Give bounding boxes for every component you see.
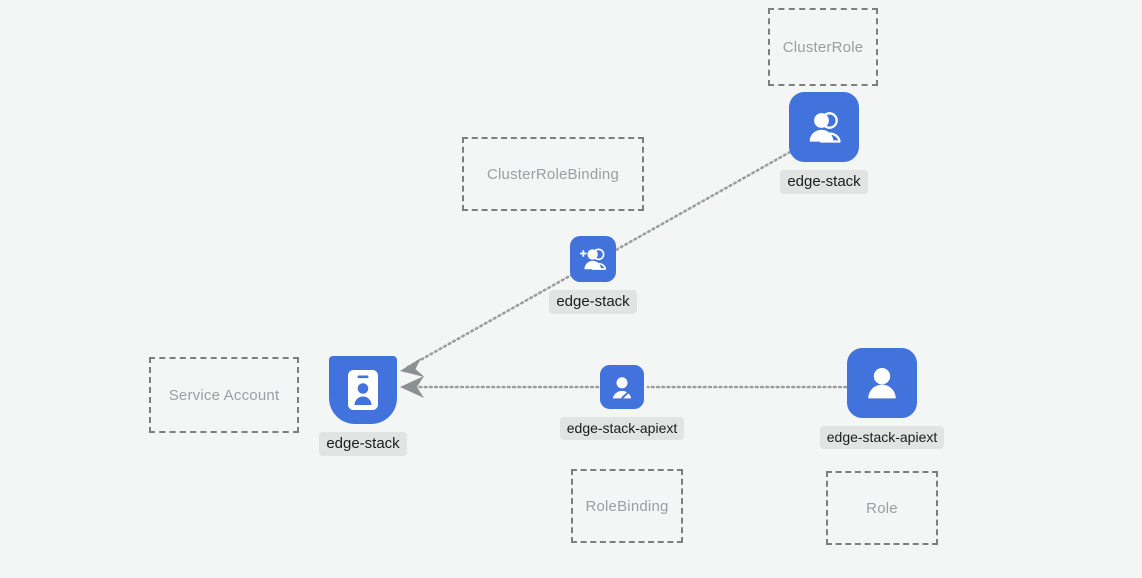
node-role[interactable]: edge-stack-apiext [819, 348, 945, 450]
node-label-cluster-role-binding: edge-stack [549, 290, 637, 315]
kind-label-cluster-role-binding: ClusterRoleBinding [486, 165, 619, 183]
person-add-icon[interactable] [570, 236, 616, 282]
kind-label-role: Role [866, 499, 898, 517]
edge-rolebinding-to-serviceaccount [400, 376, 600, 398]
kind-box-cluster-role-binding: ClusterRoleBinding [462, 137, 644, 211]
person-edit-icon[interactable] [600, 365, 644, 409]
kind-label-role-binding: RoleBinding [585, 497, 669, 515]
kind-box-role: Role [826, 471, 938, 545]
kind-box-service-account: Service Account [149, 357, 299, 433]
kind-box-role-binding: RoleBinding [571, 469, 683, 543]
node-role-binding[interactable]: edge-stack-apiext [559, 365, 685, 441]
node-label-cluster-role: edge-stack [780, 170, 868, 195]
node-service-account[interactable]: edge-stack [319, 356, 407, 457]
node-label-role-binding: edge-stack-apiext [559, 417, 685, 441]
people-icon[interactable] [789, 92, 859, 162]
kind-box-cluster-role: ClusterRole [768, 8, 878, 86]
node-cluster-role[interactable]: edge-stack [780, 92, 868, 195]
kind-label-service-account: Service Account [168, 386, 280, 404]
node-cluster-role-binding[interactable]: edge-stack [549, 236, 637, 315]
person-icon[interactable] [847, 348, 917, 418]
id-badge-icon[interactable] [329, 356, 397, 424]
kind-label-cluster-role: ClusterRole [782, 38, 864, 56]
node-label-service-account: edge-stack [319, 432, 407, 457]
node-label-role: edge-stack-apiext [819, 426, 945, 450]
